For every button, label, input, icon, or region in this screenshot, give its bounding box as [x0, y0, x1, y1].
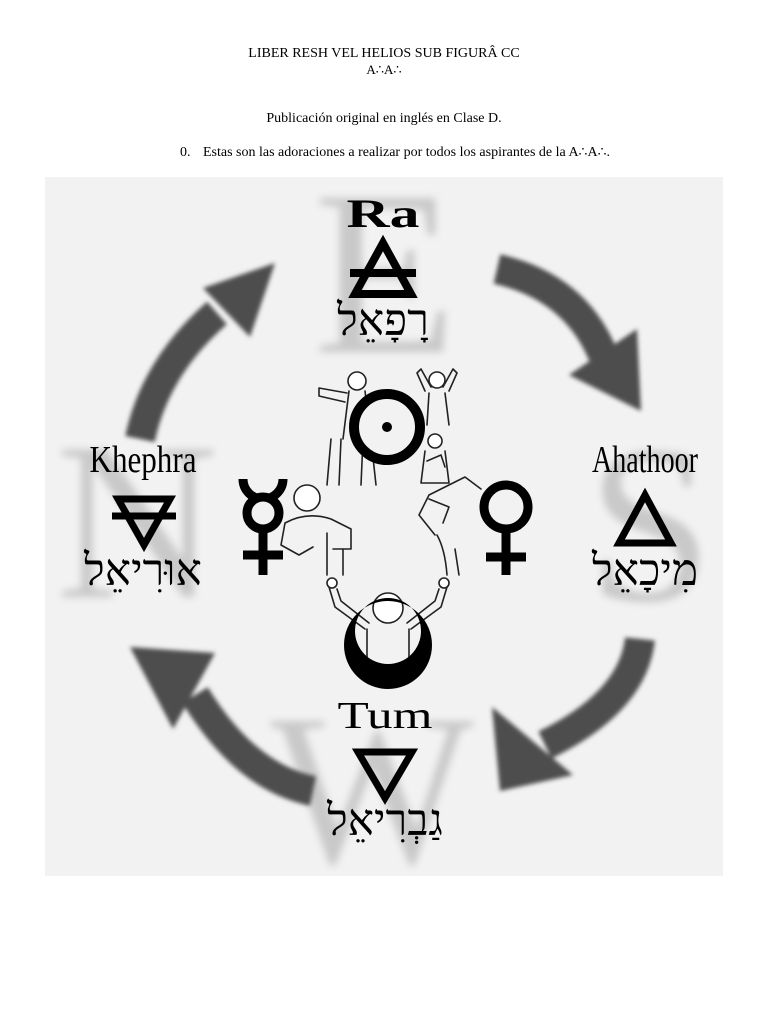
sun-icon [349, 389, 425, 465]
station-ahathoor: Ahathoor מִיכָאֵל [591, 439, 698, 595]
document-title: LIBER RESH VEL HELIOS SUB FIGURÂ CC [248, 46, 520, 61]
figure-head [427, 433, 443, 449]
curved-arrow-clockwise-icon [130, 647, 317, 806]
figure-arms-triangle [418, 476, 482, 536]
figure-extended-arm [318, 387, 348, 403]
water-triangle-icon [351, 748, 419, 805]
figure-head [347, 371, 367, 391]
venus-adoration-figure [418, 476, 482, 576]
south-letter: S [587, 399, 712, 649]
earth-triangle-icon [112, 495, 176, 553]
figure-torso [366, 628, 410, 658]
figure-head [372, 592, 404, 624]
paragraph-text: Estas son las adoraciones a realizar por… [203, 145, 610, 160]
curved-arrow-clockwise-icon [493, 254, 641, 411]
air-triangle-icon [348, 234, 418, 298]
gabriel-hebrew: גַבְרִיאֵל [326, 796, 443, 845]
resh-adoration-diagram: E N S W Ra רָפָאֵל Khephra [45, 177, 723, 876]
figure-arms [280, 515, 352, 556]
figure-raised-arms [328, 586, 448, 630]
figure-legs [436, 534, 460, 576]
figure-hand [438, 577, 450, 589]
figure-kneeling-body [420, 450, 450, 484]
tum-label: Tum [338, 695, 433, 737]
sun-adoration-figures [318, 368, 458, 486]
curved-arrow-clockwise-icon [125, 263, 275, 443]
michael-hebrew: מִיכָאֵל [591, 546, 698, 595]
figure-head [293, 484, 321, 512]
figure-raised-arms [416, 368, 458, 392]
auriel-hebrew: אוּרִיאֵל [83, 546, 202, 595]
figure-head [428, 371, 446, 389]
figure-torso [426, 392, 450, 426]
raphael-hebrew: רָפָאֵל [336, 296, 429, 345]
station-ra: Ra רָפָאֵל [336, 191, 429, 345]
moon-icon [344, 598, 432, 689]
curved-arrow-clockwise-icon [492, 636, 655, 791]
venus-icon [479, 480, 533, 575]
figure-legs [326, 438, 377, 486]
figure-hand [326, 577, 338, 589]
figure-legs [326, 532, 344, 576]
numbered-paragraph: 0. Estas son las adoraciones a realizar p… [180, 145, 610, 161]
publication-note: Publicación original en inglés en Clase … [266, 111, 502, 126]
ra-label: Ra [347, 191, 420, 236]
fire-triangle-icon [613, 487, 677, 547]
paragraph-number: 0. [180, 145, 191, 160]
khephra-label: Khephra [90, 439, 197, 481]
station-tum: Tum גַבְרִיאֵל [326, 695, 443, 845]
mercury-adoration-figure [280, 484, 352, 576]
curved-arrows [125, 254, 655, 806]
order-name: A∴A∴ [366, 62, 402, 77]
ahathoor-label: Ahathoor [592, 439, 698, 481]
mercury-icon [238, 478, 288, 575]
station-khephra: Khephra אוּרִיאֵל [83, 439, 202, 595]
